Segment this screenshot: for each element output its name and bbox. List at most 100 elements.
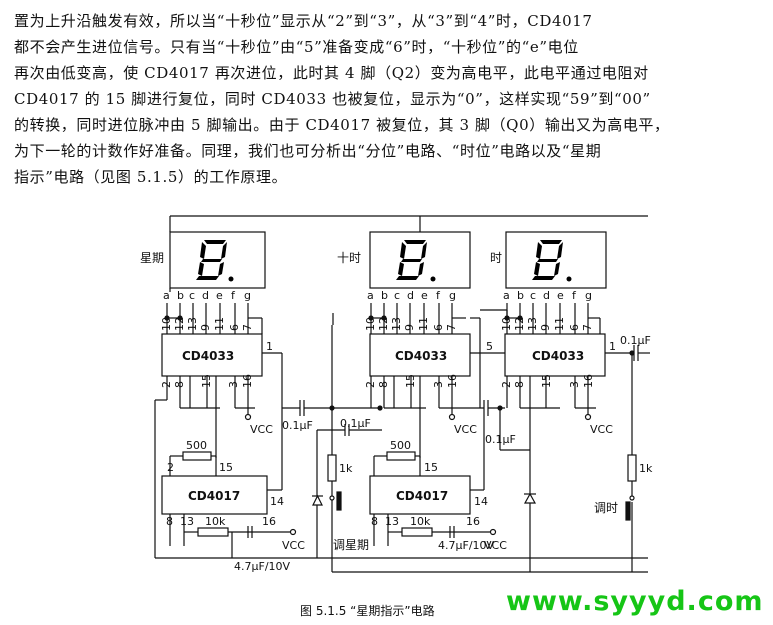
capacitor-label: 4.7μF/10V — [234, 560, 291, 573]
seg-letter-e: e — [216, 289, 223, 302]
vcc-label: VCC — [590, 423, 613, 436]
junction-dot — [377, 405, 383, 411]
pin-number: 1 — [266, 340, 273, 353]
seven-segment-digit-8 — [532, 240, 572, 282]
cd4017-chip-2 — [369, 475, 471, 515]
pin-number: 1 — [609, 340, 616, 353]
svg-text:13: 13 — [390, 317, 403, 331]
capacitor-label: 0.1μF — [620, 334, 651, 347]
paragraph-line: 都不会产生进位信号。只有当“十秒位”由“5”准备变成“6”时，“十秒位”的“e”… — [14, 38, 579, 56]
diode — [312, 494, 323, 506]
paragraph-line: 的转换，同时进位脉冲由 5 脚输出。由于 CD4017 被复位，其 3 脚（Q0… — [14, 116, 670, 134]
switch-contact — [629, 495, 635, 501]
pin-number: 15 — [219, 461, 233, 474]
resistor-10k — [401, 527, 433, 537]
svg-text:11: 11 — [553, 317, 566, 331]
seg-letter-d: d — [202, 289, 209, 302]
chip-label-cd4017: CD4017 — [188, 489, 240, 503]
display-unit-week: 星期 a b c d e f g — [140, 231, 266, 334]
body-paragraph: 置为上升沿触发有效，所以当“十秒位”显示从“2”到“3”，从“3”到“4”时，C… — [14, 8, 764, 190]
pin-number: 16 — [262, 515, 276, 528]
paragraph-line: 再次由低变高，使 CD4017 再次进位，此时其 4 脚（Q2）变为高电平，此电… — [14, 64, 649, 82]
svg-text:9: 9 — [539, 324, 552, 331]
pin-number: 5 — [486, 340, 493, 353]
capacitor-label: 0.1μF — [282, 419, 313, 432]
svg-text:6: 6 — [228, 324, 241, 331]
pin-number: 13 — [180, 515, 194, 528]
display-label-week: 星期 — [140, 251, 164, 265]
svg-text:13: 13 — [526, 317, 539, 331]
seg-letter-b: b — [177, 289, 184, 302]
paragraph-line: CD4017 的 15 脚进行复位，同时 CD4033 也被复位，显示为“0”，… — [14, 90, 651, 108]
svg-text:9: 9 — [403, 324, 416, 331]
svg-text:g: g — [449, 289, 456, 302]
cd4033-chip-2 — [369, 333, 471, 377]
svg-text:13: 13 — [186, 317, 199, 331]
svg-text:12: 12 — [377, 317, 390, 331]
svg-text:a: a — [503, 289, 510, 302]
vcc-label: VCC — [282, 539, 305, 552]
resistor-label: 1k — [639, 462, 653, 475]
site-watermark: www.syyyd.com — [506, 586, 764, 617]
resistor-500 — [182, 451, 212, 461]
cd4033-chip-1 — [161, 333, 263, 377]
junction-dot — [629, 350, 635, 356]
resistor-label: 1k — [339, 462, 353, 475]
vcc-terminal — [448, 413, 456, 421]
resistor-label: 500 — [186, 439, 207, 452]
push-switch-hour — [625, 501, 631, 521]
pin-number: 14 — [270, 495, 284, 508]
svg-text:7: 7 — [581, 324, 594, 331]
vcc-terminal — [244, 413, 252, 421]
switch-label-week: 调星期 — [333, 538, 369, 552]
segment-letters: a b c d e f g — [163, 289, 251, 302]
resistor-label: 10k — [410, 515, 431, 528]
svg-text:e: e — [557, 289, 564, 302]
svg-text:12: 12 — [513, 317, 526, 331]
svg-text:b: b — [517, 289, 524, 302]
resistor-1k — [327, 454, 337, 482]
resistor-1k — [627, 454, 637, 482]
cd4017-chip-1 — [161, 475, 268, 515]
svg-text:11: 11 — [213, 317, 226, 331]
pin-numbers-top: 10 12 13 9 11 6 7 — [364, 317, 458, 331]
pin-number: 16 — [466, 515, 480, 528]
switch-label-hour: 调时 — [594, 501, 618, 515]
resistor-10k — [197, 527, 229, 537]
svg-text:c: c — [530, 289, 536, 302]
svg-text:b: b — [381, 289, 388, 302]
vcc-terminal — [584, 413, 592, 421]
figure-caption: 图 5.1.5 “星期指示”电路 — [300, 604, 435, 618]
display-label-hour: 时 — [490, 251, 502, 265]
svg-text:g: g — [585, 289, 592, 302]
paragraph-line: 为下一轮的计数作好准备。同理，我们也可分析出“分位”电路、“时位”电路以及“星期 — [14, 142, 602, 160]
capacitor-label: 0.1μF — [340, 417, 371, 430]
vcc-terminal — [489, 528, 497, 536]
svg-text:a: a — [367, 289, 374, 302]
resistor-500 — [386, 451, 416, 461]
resistor-label: 500 — [390, 439, 411, 452]
svg-text:6: 6 — [568, 324, 581, 331]
svg-text:e: e — [421, 289, 428, 302]
vcc-label: VCC — [454, 423, 477, 436]
svg-text:10: 10 — [364, 317, 377, 331]
paragraph-line: 指示”电路（见图 5.1.5）的工作原理。 — [14, 168, 288, 186]
svg-text:10: 10 — [500, 317, 513, 331]
svg-text:10: 10 — [160, 317, 173, 331]
junction-dot — [497, 405, 503, 411]
vcc-label: VCC — [484, 539, 507, 552]
switch-contact — [329, 495, 335, 501]
pin-number: 13 — [385, 515, 399, 528]
pin-numbers-top: 10 12 13 9 11 6 7 — [500, 317, 594, 331]
seg-letter-g: g — [244, 289, 251, 302]
svg-text:d: d — [543, 289, 550, 302]
pin-number: 14 — [474, 495, 488, 508]
chip-label-cd4033: CD4033 — [182, 349, 234, 363]
pin-number: 2 — [167, 461, 174, 474]
segment-wires — [506, 303, 589, 334]
paragraph-line: 置为上升沿触发有效，所以当“十秒位”显示从“2”到“3”，从“3”到“4”时，C… — [14, 12, 593, 30]
seg-letter-c: c — [189, 289, 195, 302]
display-label-tens-hour: 十时 — [337, 251, 361, 265]
display-unit-tens-hour: 十时 a b c d e f g — [337, 231, 471, 334]
